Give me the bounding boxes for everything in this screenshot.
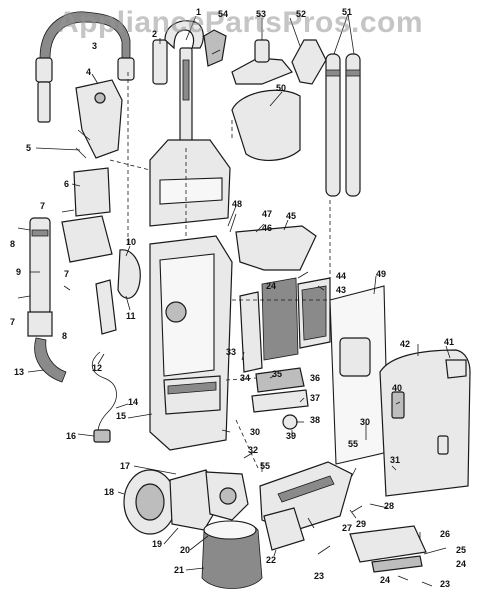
- callout-53: 53: [256, 9, 267, 19]
- callout-22: 22: [266, 555, 277, 565]
- callout-9: 9: [16, 267, 22, 277]
- callout-44: 44: [336, 271, 347, 281]
- extension-wands: [325, 53, 361, 197]
- attachments: [203, 29, 327, 161]
- callout-15: 15: [116, 411, 127, 421]
- callout-54: 54: [218, 9, 229, 19]
- hose-cuff: [75, 79, 123, 159]
- callout-11: 11: [126, 311, 136, 321]
- front-cover: [379, 349, 471, 497]
- filter-assembly: [239, 277, 331, 430]
- carry-handle: [235, 225, 317, 271]
- left-hose-assembly: [27, 217, 67, 383]
- callout-33: 33: [226, 347, 237, 357]
- main-housing: [117, 235, 233, 451]
- callout-30a: 30: [250, 427, 261, 437]
- power-cord: [91, 279, 117, 443]
- callout-17: 17: [120, 461, 131, 471]
- callout-43: 43: [336, 285, 347, 295]
- callout-24b: 24: [456, 559, 467, 569]
- callout-41: 41: [444, 337, 455, 347]
- leader-lines: [27, 13, 451, 571]
- callout-47: 47: [262, 209, 273, 219]
- callout-39: 39: [286, 431, 297, 441]
- callout-30b: 30: [360, 417, 371, 427]
- callout-8b: 8: [62, 331, 68, 341]
- mounting-plate: [61, 167, 113, 263]
- callout-23a: 23: [314, 571, 325, 581]
- callout-12: 12: [92, 363, 103, 373]
- callout-34: 34: [240, 373, 251, 383]
- assembly-lines: [109, 72, 331, 469]
- motor-assembly: [123, 469, 249, 535]
- callout-36: 36: [310, 373, 321, 383]
- stretch-hose: [35, 11, 135, 123]
- callout-21: 21: [174, 565, 185, 575]
- callout-16: 16: [66, 431, 77, 441]
- callout-18: 18: [104, 487, 115, 497]
- screws: [17, 129, 433, 587]
- callout-3: 3: [92, 41, 98, 51]
- callout-35: 35: [272, 369, 283, 379]
- callout-32: 32: [248, 445, 259, 455]
- callout-13: 13: [14, 367, 25, 377]
- callout-48: 48: [232, 199, 243, 209]
- callout-24c: 24: [380, 575, 391, 585]
- callout-49: 49: [376, 269, 387, 279]
- site-watermark: AppliancePartsPros.com: [56, 6, 424, 39]
- callout-46: 46: [262, 223, 273, 233]
- callout-7b: 7: [64, 269, 70, 279]
- callout-8a: 8: [10, 239, 16, 249]
- callout-26: 26: [440, 529, 451, 539]
- nozzle-base: [259, 461, 427, 573]
- callout-5: 5: [26, 143, 32, 153]
- callout-45: 45: [286, 211, 297, 221]
- callout-7c: 7: [10, 317, 16, 327]
- handle-wand: [152, 20, 204, 149]
- bag-door: [329, 285, 389, 465]
- callout-55b: 55: [260, 461, 271, 471]
- callout-40: 40: [392, 383, 403, 393]
- callout-31: 31: [390, 455, 401, 465]
- callout-14: 14: [128, 397, 139, 407]
- callout-25: 25: [456, 545, 467, 555]
- callout-29: 29: [356, 519, 367, 529]
- callout-23b: 23: [440, 579, 451, 589]
- callout-50: 50: [276, 83, 287, 93]
- callout-24a: 24: [266, 281, 277, 291]
- upper-body: [149, 139, 231, 238]
- callout-55a: 55: [348, 439, 359, 449]
- callout-7a: 7: [40, 201, 46, 211]
- brushroll: [201, 520, 263, 589]
- callout-4: 4: [86, 67, 92, 77]
- callout-10: 10: [126, 237, 137, 247]
- callout-1: 1: [196, 7, 202, 17]
- callout-20: 20: [180, 545, 191, 555]
- callout-52: 52: [296, 9, 307, 19]
- callout-38: 38: [310, 415, 321, 425]
- callout-2: 2: [152, 29, 158, 39]
- callout-19: 19: [152, 539, 163, 549]
- callout-51: 51: [342, 7, 353, 17]
- callout-6: 6: [64, 179, 70, 189]
- callout-27: 27: [342, 523, 353, 533]
- callout-28: 28: [384, 501, 395, 511]
- callout-42: 42: [400, 339, 411, 349]
- callout-37: 37: [310, 393, 321, 403]
